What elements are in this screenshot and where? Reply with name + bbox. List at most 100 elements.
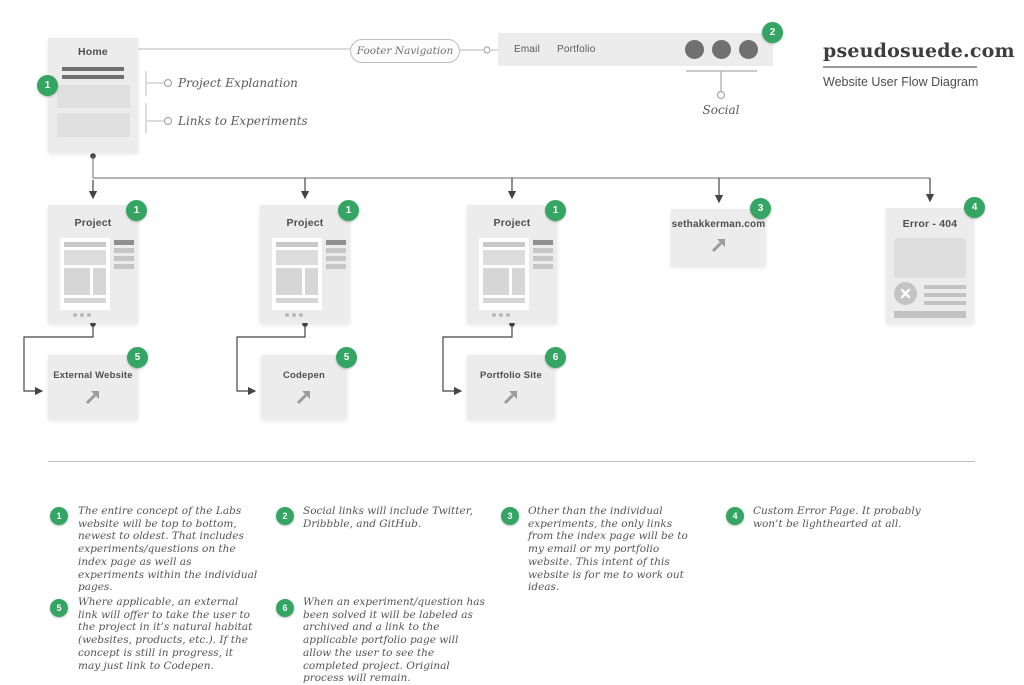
pager-dot [87, 313, 91, 317]
home-label: Home [78, 46, 108, 58]
footer-link-email: Email [514, 44, 541, 55]
wire-sidebar [533, 240, 553, 245]
note-badge-3: 3 [501, 507, 519, 525]
diagram-subtitle: Website User Flow Diagram [823, 75, 979, 89]
portfolio-site-label: Portfolio Site [480, 370, 542, 381]
project-node-2: Project [260, 205, 350, 323]
wire-bar [483, 298, 525, 303]
project-node-1: Project [48, 205, 138, 323]
footer-link-portfolio: Portfolio [557, 44, 596, 55]
wire-block [276, 268, 302, 295]
wire-sidebar [114, 248, 134, 253]
wire-bar [276, 242, 318, 247]
home-node: Home [48, 38, 138, 152]
badge-2-footer: 2 [762, 22, 783, 43]
badge-5-codepen: 5 [336, 347, 357, 368]
badge-1-project3: 1 [545, 200, 566, 221]
footer-navigation-label: Footer Navigation [356, 45, 454, 57]
wire-block [305, 268, 318, 295]
annotation-project-explanation: Project Explanation [178, 76, 298, 90]
badge-6-portfolio: 6 [545, 347, 566, 368]
wire-footer-bar [894, 311, 966, 318]
home-text-bar [62, 67, 124, 71]
wire-bar [276, 298, 318, 303]
project-wire-card [60, 238, 110, 310]
social-icon [739, 40, 758, 59]
note-text-2: Social links will include Twitter, Dribb… [303, 505, 473, 530]
wire-block [483, 268, 509, 295]
wire-text-bar [924, 285, 966, 289]
pager-dot [506, 313, 510, 317]
wire-sidebar [114, 264, 134, 269]
wire-sidebar [326, 256, 346, 261]
note-badge-4: 4 [726, 507, 744, 525]
note-text-5: Where applicable, an external link will … [78, 596, 253, 672]
site-title: pseudosuede.com [823, 40, 1015, 62]
badge-3-sethakkerman: 3 [750, 198, 771, 219]
error-404-label: Error - 404 [902, 218, 958, 230]
project-label: Project [74, 217, 112, 229]
wire-block [512, 268, 525, 295]
badge-5-external: 5 [127, 347, 148, 368]
wire-block [64, 250, 106, 265]
badge-4-error: 4 [964, 197, 985, 218]
project-label: Project [286, 217, 324, 229]
note-badge-2: 2 [276, 507, 294, 525]
pager-dot [499, 313, 503, 317]
badge-1-project2: 1 [338, 200, 359, 221]
pager-dot [299, 313, 303, 317]
external-link-icon [503, 391, 517, 405]
badge-1-project1: 1 [126, 200, 147, 221]
note-badge-5: 5 [50, 599, 68, 617]
sethakkerman-node: sethakkerman.com [671, 209, 766, 266]
social-icon [685, 40, 704, 59]
social-label: Social [702, 103, 740, 117]
note-text-1: The entire concept of the Labs website w… [78, 505, 258, 594]
project-node-3: Project [467, 205, 557, 323]
pager-dot [73, 313, 77, 317]
divider [48, 461, 975, 462]
external-link-icon [296, 391, 310, 405]
pager-dot [285, 313, 289, 317]
wire-block [276, 250, 318, 265]
wire-sidebar [533, 264, 553, 269]
portfolio-site-node: Portfolio Site [467, 355, 555, 419]
title-rule [823, 66, 977, 68]
project-wire-card [272, 238, 322, 310]
footer-navigation-pill: Footer Navigation [350, 39, 460, 63]
note-text-3: Other than the individual experiments, t… [528, 505, 688, 594]
note-text-4: Custom Error Page. It probably won’t be … [753, 505, 921, 530]
codepen-label: Codepen [282, 370, 326, 381]
badge-1-home: 1 [37, 75, 58, 96]
wire-block [64, 268, 90, 295]
external-link-icon [711, 239, 725, 253]
wire-hero-block [894, 238, 966, 278]
footer-bar-node: Email Portfolio [498, 33, 773, 66]
project-label: Project [493, 217, 531, 229]
note-badge-1: 1 [50, 507, 68, 525]
pager-dot [292, 313, 296, 317]
wire-bar [64, 298, 106, 303]
wire-sidebar [114, 256, 134, 261]
wire-sidebar [114, 240, 134, 245]
wire-sidebar [326, 240, 346, 245]
external-link-icon [85, 391, 99, 405]
annotation-links-to-experiments: Links to Experiments [178, 114, 308, 128]
wire-bar [483, 242, 525, 247]
close-icon [894, 282, 917, 305]
note-badge-6: 6 [276, 599, 294, 617]
wire-bar [64, 242, 106, 247]
codepen-node: Codepen [261, 355, 347, 419]
home-content-block [57, 113, 130, 137]
wire-sidebar [326, 248, 346, 253]
wire-block [483, 250, 525, 265]
home-content-block [57, 85, 130, 108]
note-text-6: When an experiment/question has been sol… [303, 596, 485, 685]
project-wire-card [479, 238, 529, 310]
error-404-node: Error - 404 [886, 208, 974, 323]
home-text-bar [62, 75, 124, 79]
wire-block [93, 268, 106, 295]
wire-sidebar [326, 264, 346, 269]
